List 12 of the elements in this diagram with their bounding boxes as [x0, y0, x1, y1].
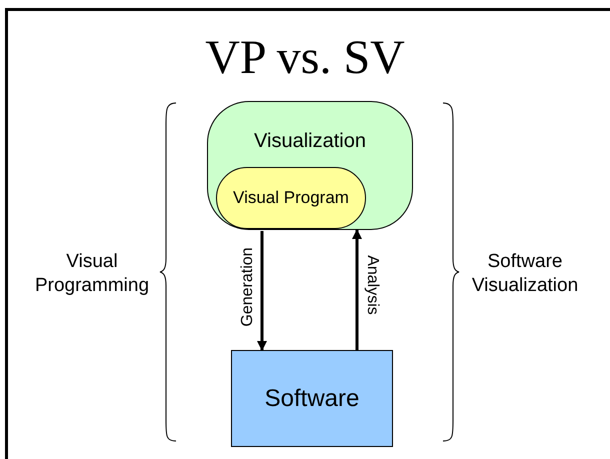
node-label: Software — [264, 384, 360, 412]
software-box — [231, 350, 393, 447]
edge-label: Analysis — [363, 255, 381, 315]
node-label: Visualization — [254, 130, 366, 153]
side-label: Software Visualization — [470, 250, 580, 298]
visual-program-box — [216, 167, 366, 229]
node-label: Visual Program — [233, 188, 349, 208]
arrow — [352, 229, 362, 350]
side-label: Visual Programming — [34, 250, 150, 298]
arrow — [257, 231, 267, 351]
title: VP vs. SV — [204, 30, 406, 86]
visualization-box — [207, 101, 413, 230]
